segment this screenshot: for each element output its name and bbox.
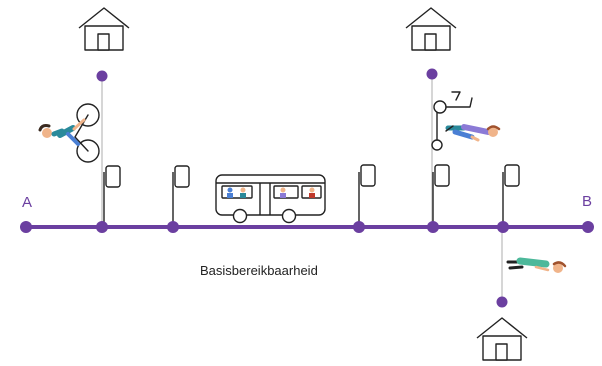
route-node [167,221,179,233]
connector-lines [101,74,503,302]
wheelchair-user-icon [431,91,501,151]
route-node [497,221,509,233]
house-icon [405,7,457,51]
house-icon [476,317,528,361]
house-node [426,68,438,80]
route-node [427,221,439,233]
route-node [96,221,108,233]
route-node [20,221,32,233]
route-nodes [20,68,594,308]
route-node [353,221,365,233]
house-node [96,70,108,82]
walking-person-icon [506,257,567,273]
house-node [496,296,508,308]
bus-stops [103,164,520,226]
start-label: A [22,194,33,211]
bus-icon [215,174,326,224]
house-icon [78,7,130,51]
bus-stop-sign-icon [103,165,121,226]
bus-stop-sign-icon [432,164,450,226]
bus-stop-sign-icon [358,164,376,226]
end-label: B [582,193,593,210]
bus-stop-sign-icon [172,165,190,226]
bus-stop-sign-icon [502,164,520,226]
route-node [582,221,594,233]
diagram-caption: Basisbereikbaarheid [200,263,318,278]
cyclist-icon [38,103,100,163]
